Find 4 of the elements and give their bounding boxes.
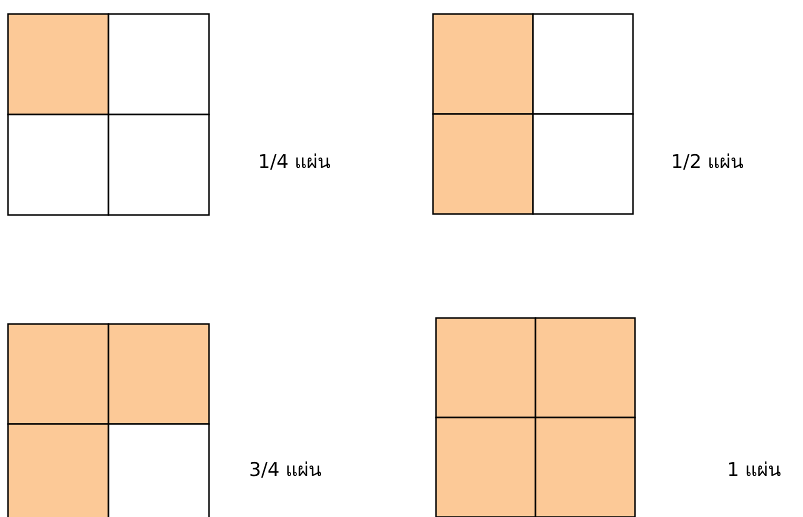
fraction-label: 1 แผ่น <box>727 461 782 480</box>
fraction-label: 1/2 แผ่น <box>671 153 744 172</box>
fraction-label: 1/4 แผ่น <box>258 153 331 172</box>
fraction-label: 3/4 แผ่น <box>249 461 322 480</box>
